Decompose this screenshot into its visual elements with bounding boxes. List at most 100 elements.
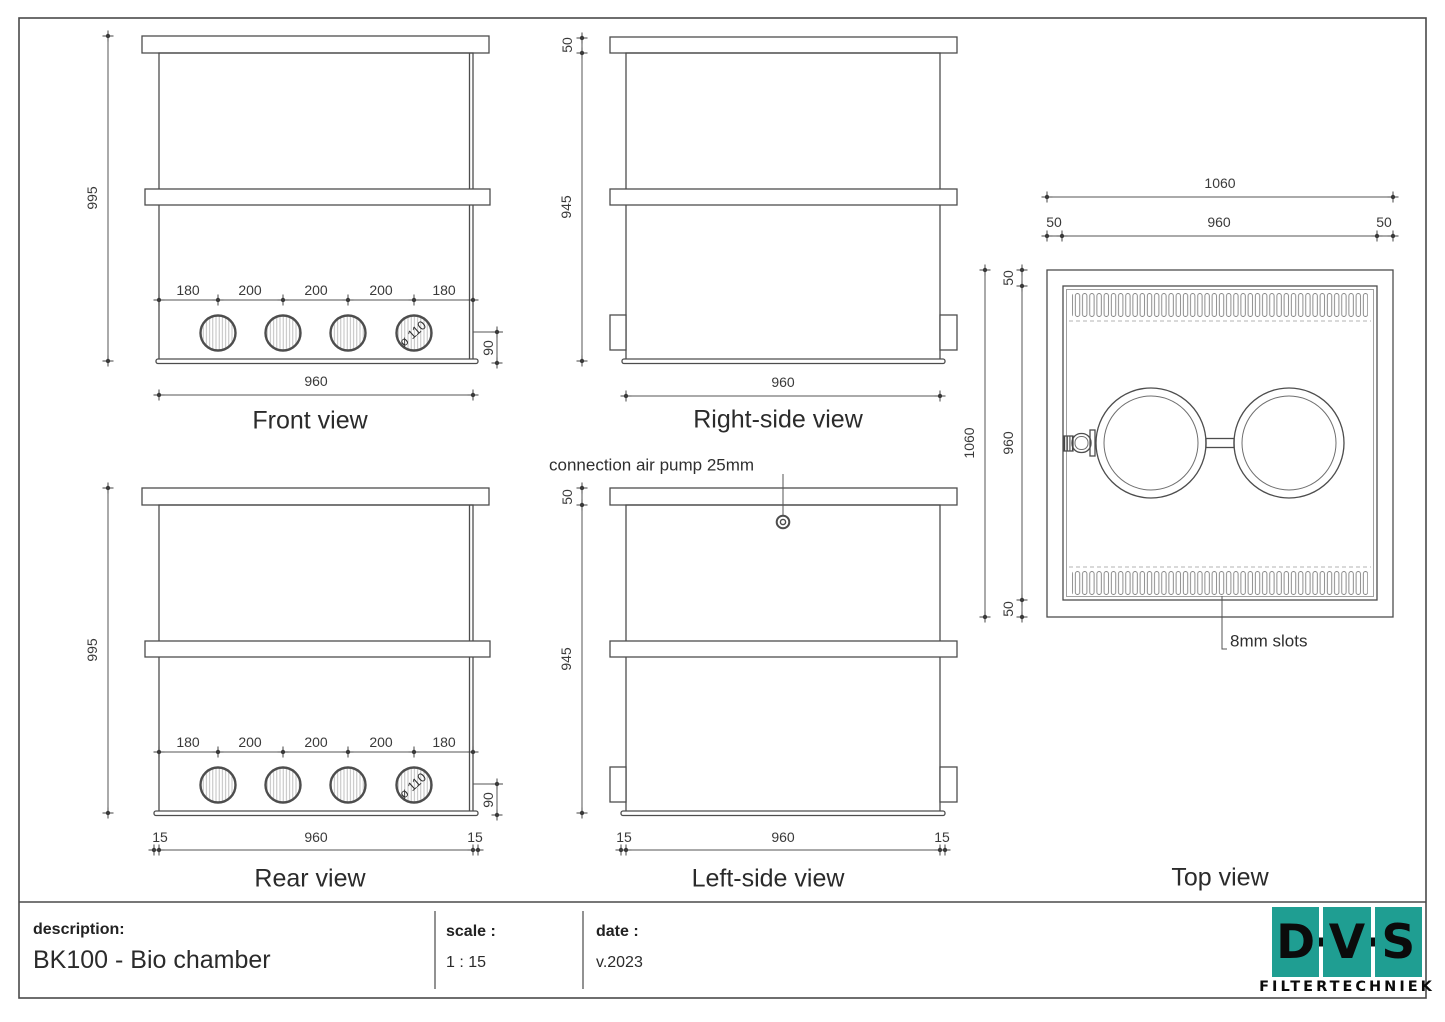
right-tab <box>609 314 627 351</box>
logo-letter-d: D <box>1272 907 1320 977</box>
right-top-cap <box>609 36 958 54</box>
top-outer-square <box>1046 269 1394 618</box>
rear-body <box>158 504 474 814</box>
front-mid-band <box>144 188 491 206</box>
rear-dim-spacing-4: 200 <box>369 734 393 750</box>
air-pump-connection <box>775 514 791 530</box>
slots-annotation: 8mm slots <box>1230 631 1308 651</box>
page-frame <box>18 17 1427 999</box>
front-view-drawing <box>101 29 504 402</box>
description-value: BK100 - Bio chamber <box>33 946 271 974</box>
left-body <box>625 504 941 814</box>
right-tab <box>939 314 958 351</box>
top-dim-overall-depth: 1060 <box>961 427 977 459</box>
top-slot-row <box>1072 570 1368 596</box>
top-dim-inner-width: 960 <box>1207 214 1231 230</box>
left-side-view-title: Left-side view <box>691 864 845 893</box>
logo-letter-v: V <box>1323 907 1371 977</box>
front-dimensions <box>107 36 503 396</box>
top-chamber-circle <box>1233 387 1345 499</box>
rear-port <box>264 766 302 804</box>
left-dim-lip-right: 15 <box>934 829 950 845</box>
rear-bottom-plate <box>153 810 479 817</box>
left-tab <box>939 766 958 803</box>
right-mid-band <box>609 188 958 206</box>
rear-port <box>395 766 433 804</box>
dvs-logo: D V S FILTERTECHNIEK <box>1259 907 1435 995</box>
left-side-view-drawing <box>575 474 958 857</box>
front-dim-spacing-4: 200 <box>369 282 393 298</box>
rear-dim-spacing-5: 180 <box>432 734 456 750</box>
left-bottom-plate <box>620 810 946 817</box>
front-top-cap <box>141 35 490 54</box>
front-dim-spacing-3: 200 <box>304 282 328 298</box>
right-side-view-drawing <box>575 31 958 403</box>
right-dimensions <box>581 38 940 397</box>
front-dim-spacing-5: 180 <box>432 282 456 298</box>
left-mid-band <box>609 640 958 658</box>
left-dim-cap: 50 <box>559 489 575 505</box>
rear-dim-height: 995 <box>84 638 100 662</box>
left-dim-body: 945 <box>558 647 574 671</box>
front-dim-spacing-1: 180 <box>176 282 200 298</box>
rear-mid-band <box>144 640 491 658</box>
rear-dim-lip-left: 15 <box>152 829 168 845</box>
description-label: description: <box>33 921 125 938</box>
rear-port <box>329 766 367 804</box>
top-chamber-circle <box>1095 387 1207 499</box>
left-dim-width: 960 <box>771 829 795 845</box>
front-port <box>329 314 367 352</box>
rear-dim-spacing-2: 200 <box>238 734 262 750</box>
logo-letter-s: S <box>1374 907 1422 977</box>
rear-view-title: Rear view <box>254 864 366 893</box>
rear-dimensions <box>107 488 503 851</box>
rear-view-drawing <box>101 481 504 857</box>
scale-value: 1 : 15 <box>446 954 487 971</box>
front-port <box>395 314 433 352</box>
top-dim-margin-left: 50 <box>1046 214 1062 230</box>
top-dim-margin-right: 50 <box>1376 214 1392 230</box>
rear-port <box>199 766 237 804</box>
top-dim-margin-bottom: 50 <box>1000 601 1016 617</box>
top-inner-square <box>1062 285 1378 601</box>
top-dim-inner-depth: 960 <box>1000 431 1016 455</box>
rear-dim-spacing-1: 180 <box>176 734 200 750</box>
front-bottom-plate <box>155 358 479 365</box>
front-port <box>264 314 302 352</box>
rear-dim-width: 960 <box>304 829 328 845</box>
front-dim-width: 960 <box>304 373 328 389</box>
scale-label: scale : <box>446 923 496 940</box>
date-value: v.2023 <box>596 954 643 971</box>
logo-subtitle: FILTERTECHNIEK <box>1259 978 1435 995</box>
top-dim-margin-top: 50 <box>1000 270 1016 286</box>
air-pump-annotation: connection air pump 25mm <box>549 455 755 475</box>
right-dim-body: 945 <box>558 195 574 219</box>
dvs-logo-letters: D V S <box>1272 907 1422 977</box>
date-label: date : <box>596 923 639 940</box>
right-bottom-plate <box>621 358 946 365</box>
rear-dim-port-bottom: 90 <box>480 792 496 808</box>
top-view-drawing <box>978 190 1400 650</box>
logo-divider <box>1319 907 1324 977</box>
top-connector <box>1205 437 1235 449</box>
front-dim-port-bottom: 90 <box>480 340 496 356</box>
top-slot-row <box>1072 292 1368 318</box>
front-body <box>158 52 474 362</box>
front-port <box>199 314 237 352</box>
front-dim-height: 995 <box>84 186 100 210</box>
logo-divider <box>1370 907 1375 977</box>
top-view-title: Top view <box>1171 863 1269 892</box>
left-dim-lip-left: 15 <box>616 829 632 845</box>
right-side-view-title: Right-side view <box>693 405 863 434</box>
left-dimensions <box>581 488 945 851</box>
top-dimensions <box>984 196 1393 650</box>
right-body <box>625 52 941 362</box>
top-dim-overall-width: 1060 <box>1204 175 1236 191</box>
right-dim-width: 960 <box>771 374 795 390</box>
front-dim-spacing-2: 200 <box>238 282 262 298</box>
top-air-fitting <box>1063 429 1096 457</box>
rear-top-cap <box>141 487 490 506</box>
right-dim-cap: 50 <box>559 37 575 53</box>
